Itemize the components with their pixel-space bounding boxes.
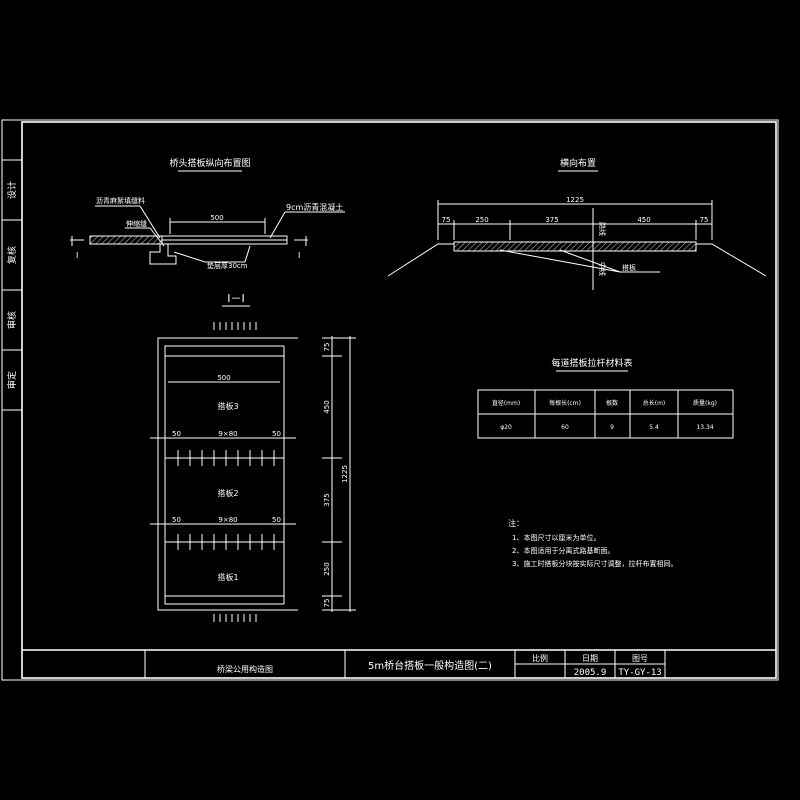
td-total: 5.4 — [649, 424, 659, 431]
dim-right-5: 75 — [323, 599, 331, 608]
dim-ticks — [322, 337, 356, 611]
notes-heading: 注： — [508, 518, 524, 528]
drawing-title: 5m桥台搭板一般构造图(二) — [368, 659, 492, 672]
tie-bars-1 — [177, 450, 275, 466]
transverse-view: 横向布置 1225 75 250 375 450 75 路线 中线 搭板 — [387, 157, 767, 290]
break-lines — [213, 322, 257, 622]
note-3: 3、施工时搭板分块按实际尺寸调整，拉杆布置相同。 — [512, 559, 677, 568]
long-length: 500 — [210, 214, 223, 222]
longitudinal-view: 桥头搭板纵向布置图 500 I I 沥青麻絮填缝料 伸缩缝 9cm沥青混凝土 垫… — [70, 157, 345, 270]
dim-right-1: 75 — [323, 343, 331, 352]
approach-label: 搭板 — [622, 263, 636, 272]
base-label: 垫层厚30cm — [207, 261, 248, 270]
note-1: 1、本图尺寸以厘米为单位。 — [512, 533, 600, 542]
approach-slab-trans — [453, 241, 697, 252]
note-2: 2、本图适用于分离式路基断面。 — [512, 546, 614, 555]
date-value: 2005.9 — [574, 668, 607, 678]
slab-label-3: 搭板3 — [217, 401, 238, 411]
side-tab-3: 审核 — [6, 311, 18, 329]
td-diameter: φ20 — [500, 424, 512, 431]
asphalt-label: 沥青麻絮填缝料 — [96, 196, 145, 205]
edge-right-2: 50 — [272, 516, 281, 524]
th-length: 每根长(cm) — [549, 399, 581, 407]
th-total: 总长(m) — [643, 399, 666, 407]
section-plan: I－I 500 搭板3 搭板2 搭板1 — [150, 292, 356, 622]
drawing-no-label: 图号 — [632, 654, 648, 663]
lane-marker: 路线 — [598, 222, 607, 236]
slab-label-2: 搭板2 — [217, 488, 238, 498]
side-tab-4: 审定 — [6, 371, 18, 389]
slab-label-1: 搭板1 — [217, 572, 238, 582]
dim-right-2: 450 — [323, 400, 331, 413]
td-mass: 13.34 — [696, 424, 713, 431]
approach-slab-long — [89, 235, 163, 245]
td-count: 9 — [610, 424, 614, 431]
side-strip: 设计 复核 审核 审定 — [2, 159, 22, 411]
th-diameter: 直径(mm) — [492, 399, 520, 407]
trans-seg-1: 75 — [442, 216, 451, 224]
edge-left-2: 50 — [172, 516, 181, 524]
concrete-label: 9cm沥青混凝土 — [286, 202, 343, 212]
trans-seg-2: 250 — [475, 216, 488, 224]
dim-right-4: 250 — [323, 562, 331, 575]
project-name: 桥梁公用构造图 — [217, 664, 273, 674]
section-mark-right: I — [298, 251, 300, 260]
trans-total: 1225 — [566, 196, 584, 204]
table-title: 每道搭板拉杆材料表 — [551, 357, 632, 369]
notes: 注： 1、本图尺寸以厘米为单位。 2、本图适用于分离式路基断面。 3、施工时搭板… — [508, 518, 677, 568]
title-block: 桥梁公用构造图 5m桥台搭板一般构造图(二) 比例 日期 图号 2005.9 T… — [22, 649, 776, 678]
outer-frame — [1, 119, 779, 681]
spacing-2: 9×80 — [218, 516, 237, 524]
embankment — [387, 243, 454, 277]
spacing-1: 9×80 — [218, 430, 237, 438]
tie-bars-2 — [177, 534, 275, 550]
side-tab-2: 复核 — [6, 246, 18, 264]
th-count: 根数 — [606, 399, 618, 407]
scale-label: 比例 — [532, 653, 548, 663]
plan-width: 500 — [217, 374, 230, 382]
dim-right-3: 375 — [323, 493, 331, 506]
section-mark-left: I — [76, 251, 78, 260]
trans-seg-4: 450 — [637, 216, 650, 224]
dim-total-right: 1225 — [341, 465, 349, 483]
longitudinal-title: 桥头搭板纵向布置图 — [169, 157, 250, 169]
date-label: 日期 — [582, 654, 598, 663]
edge-right-1: 50 — [272, 430, 281, 438]
section-title: I－I — [227, 292, 245, 305]
joint-label: 伸缩缝 — [126, 219, 147, 228]
trans-seg-3: 375 — [545, 216, 558, 224]
drawing-no-value: TY-GY-13 — [618, 668, 661, 678]
edge-left-1: 50 — [172, 430, 181, 438]
trans-seg-5: 75 — [700, 216, 709, 224]
side-tab-1: 设计 — [6, 181, 18, 199]
transverse-title: 横向布置 — [560, 157, 596, 169]
th-mass: 质量(kg) — [693, 399, 717, 407]
td-length: 60 — [561, 424, 569, 431]
material-table: 每道搭板拉杆材料表 直径(mm) 每根长(cm) 根数 总长(m) 质量(kg)… — [477, 357, 734, 439]
inner-frame — [21, 121, 777, 679]
